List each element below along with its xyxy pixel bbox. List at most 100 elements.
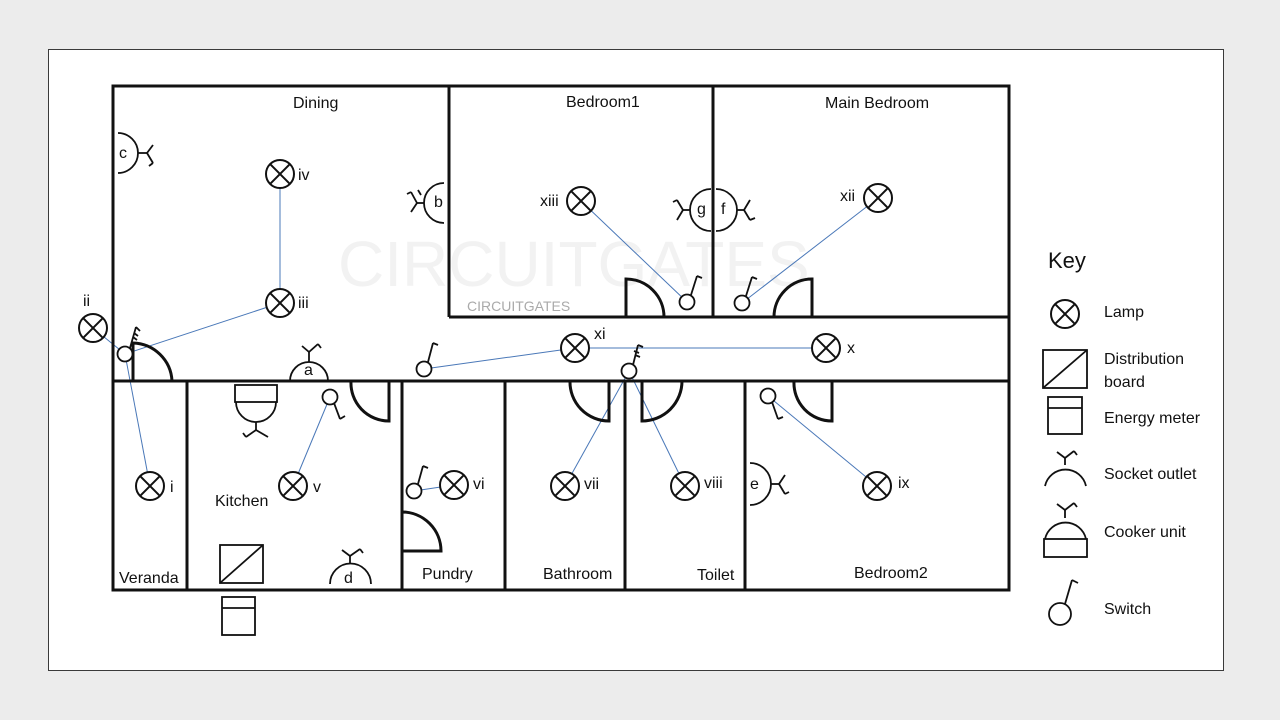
socket-label-e: e <box>750 476 759 493</box>
socket-label-b: b <box>434 194 443 211</box>
wire-iii-switch <box>124 302 281 355</box>
distribution-board-icon <box>219 544 264 584</box>
lamp-label-iii: iii <box>298 295 309 312</box>
lamp-icon <box>278 471 308 501</box>
lamp-icon <box>566 186 596 216</box>
legend-lamp-icon <box>1050 299 1080 329</box>
door-toilet <box>640 380 684 423</box>
wire-switch-vii <box>564 370 630 487</box>
lamp-label-vi: vi <box>473 476 485 493</box>
room-dining: Dining <box>293 95 338 112</box>
socket-icon <box>289 343 329 382</box>
watermark-large: CIRCUITGATES <box>338 228 810 300</box>
room-kitchen: Kitchen <box>215 493 268 510</box>
lamp-icon <box>265 288 295 318</box>
socket-icon <box>329 548 372 585</box>
switch-icon <box>620 344 644 380</box>
socket-label-f: f <box>721 201 726 218</box>
lamp-icon <box>560 333 590 363</box>
legend-socket-outlet-icon <box>1044 450 1087 487</box>
door-pundry <box>400 510 443 553</box>
room-bedroom2: Bedroom2 <box>854 565 928 582</box>
wire-xii-switch <box>741 197 879 304</box>
room-labels: Dining Bedroom1 Main Bedroom Veranda Kit… <box>119 94 929 587</box>
sockets: a d c b <box>117 132 790 587</box>
doors <box>131 277 834 553</box>
energy-meter-icon <box>221 596 256 636</box>
legend-distribution-board-label-1: Distribution <box>1104 351 1184 368</box>
wire-switch-i <box>124 353 151 487</box>
lamp-icon <box>862 471 892 501</box>
legend-socket-outlet-label: Socket outlet <box>1104 466 1197 483</box>
lamp-label-v: v <box>313 479 321 496</box>
room-bedroom1: Bedroom1 <box>566 94 640 111</box>
lamp-icon <box>550 471 580 501</box>
switch-icon <box>405 465 429 500</box>
lamp-label-viii: viii <box>704 475 723 492</box>
socket-icon <box>406 182 445 224</box>
cooker-unit-icon <box>234 384 278 438</box>
lamp-label-i: i <box>170 479 174 496</box>
lamp-icon <box>811 333 841 363</box>
socket-label-a: a <box>304 362 313 379</box>
wire-switch-ix <box>767 395 878 487</box>
lamp-label-iv: iv <box>298 167 310 184</box>
lamp-icon <box>439 470 469 500</box>
switch-icon <box>759 387 784 420</box>
room-toilet: Toilet <box>697 567 735 584</box>
lamp-label-ix: ix <box>898 475 910 492</box>
socket-icon <box>715 188 756 232</box>
wire-xiii-switch <box>580 200 688 303</box>
legend-title: Key <box>1048 248 1086 273</box>
room-pundry: Pundry <box>422 566 473 583</box>
switch-icon <box>733 276 758 312</box>
lamp-label-ii: ii <box>83 293 90 310</box>
legend-switch-label: Switch <box>1104 601 1151 618</box>
socket-icon <box>672 188 712 232</box>
watermark-small: CIRCUITGATES <box>467 298 570 314</box>
lamp-label-xiii: xiii <box>540 193 559 210</box>
room-bathroom: Bathroom <box>543 566 612 583</box>
switch-icon <box>678 275 703 311</box>
switch-icon <box>321 388 346 420</box>
legend-distribution-board-label-2: board <box>1104 374 1145 391</box>
legend-lamp-label: Lamp <box>1104 304 1144 321</box>
door-bedroom2 <box>792 380 834 423</box>
legend-energy-meter-label: Energy meter <box>1104 410 1201 427</box>
room-veranda: Veranda <box>119 570 179 587</box>
switch-icon <box>415 342 439 378</box>
lamp-icon <box>265 159 295 189</box>
wire-switch-xi <box>423 347 576 370</box>
lamps: i ii iii iv v vi vii viii ix x xi xii xi… <box>78 159 910 501</box>
lamp-icon <box>135 471 165 501</box>
door-bathroom <box>568 380 611 423</box>
room-main-bedroom: Main Bedroom <box>825 95 929 112</box>
legend-cooker-unit-icon <box>1043 502 1088 558</box>
door-veranda <box>131 341 174 382</box>
legend: Key Lamp Distribution board Energy meter… <box>1042 248 1201 626</box>
socket-icon <box>749 462 790 506</box>
legend-energy-meter-icon <box>1047 396 1083 435</box>
wire-switch-viii <box>628 370 686 487</box>
socket-label-g: g <box>697 201 706 218</box>
legend-cooker-unit-label: Cooker unit <box>1104 524 1186 541</box>
lamp-icon <box>670 471 700 501</box>
legend-distribution-board-icon <box>1042 349 1088 389</box>
socket-label-c: c <box>119 145 127 162</box>
door-bedroom1 <box>624 277 666 318</box>
lamp-label-xi: xi <box>594 326 606 343</box>
lamp-label-x: x <box>847 340 855 357</box>
lamp-label-vii: vii <box>584 476 599 493</box>
wiring <box>92 174 879 492</box>
door-kitchen <box>349 380 391 423</box>
lamp-icon <box>78 313 108 343</box>
walls <box>111 84 1011 592</box>
switch-icon <box>116 326 141 363</box>
legend-switch-icon <box>1048 579 1079 626</box>
wire-switch-v <box>292 396 331 487</box>
lamp-icon <box>863 183 893 213</box>
diagram-frame <box>48 49 1224 671</box>
door-main-bedroom <box>772 277 814 318</box>
socket-icon <box>117 132 154 174</box>
